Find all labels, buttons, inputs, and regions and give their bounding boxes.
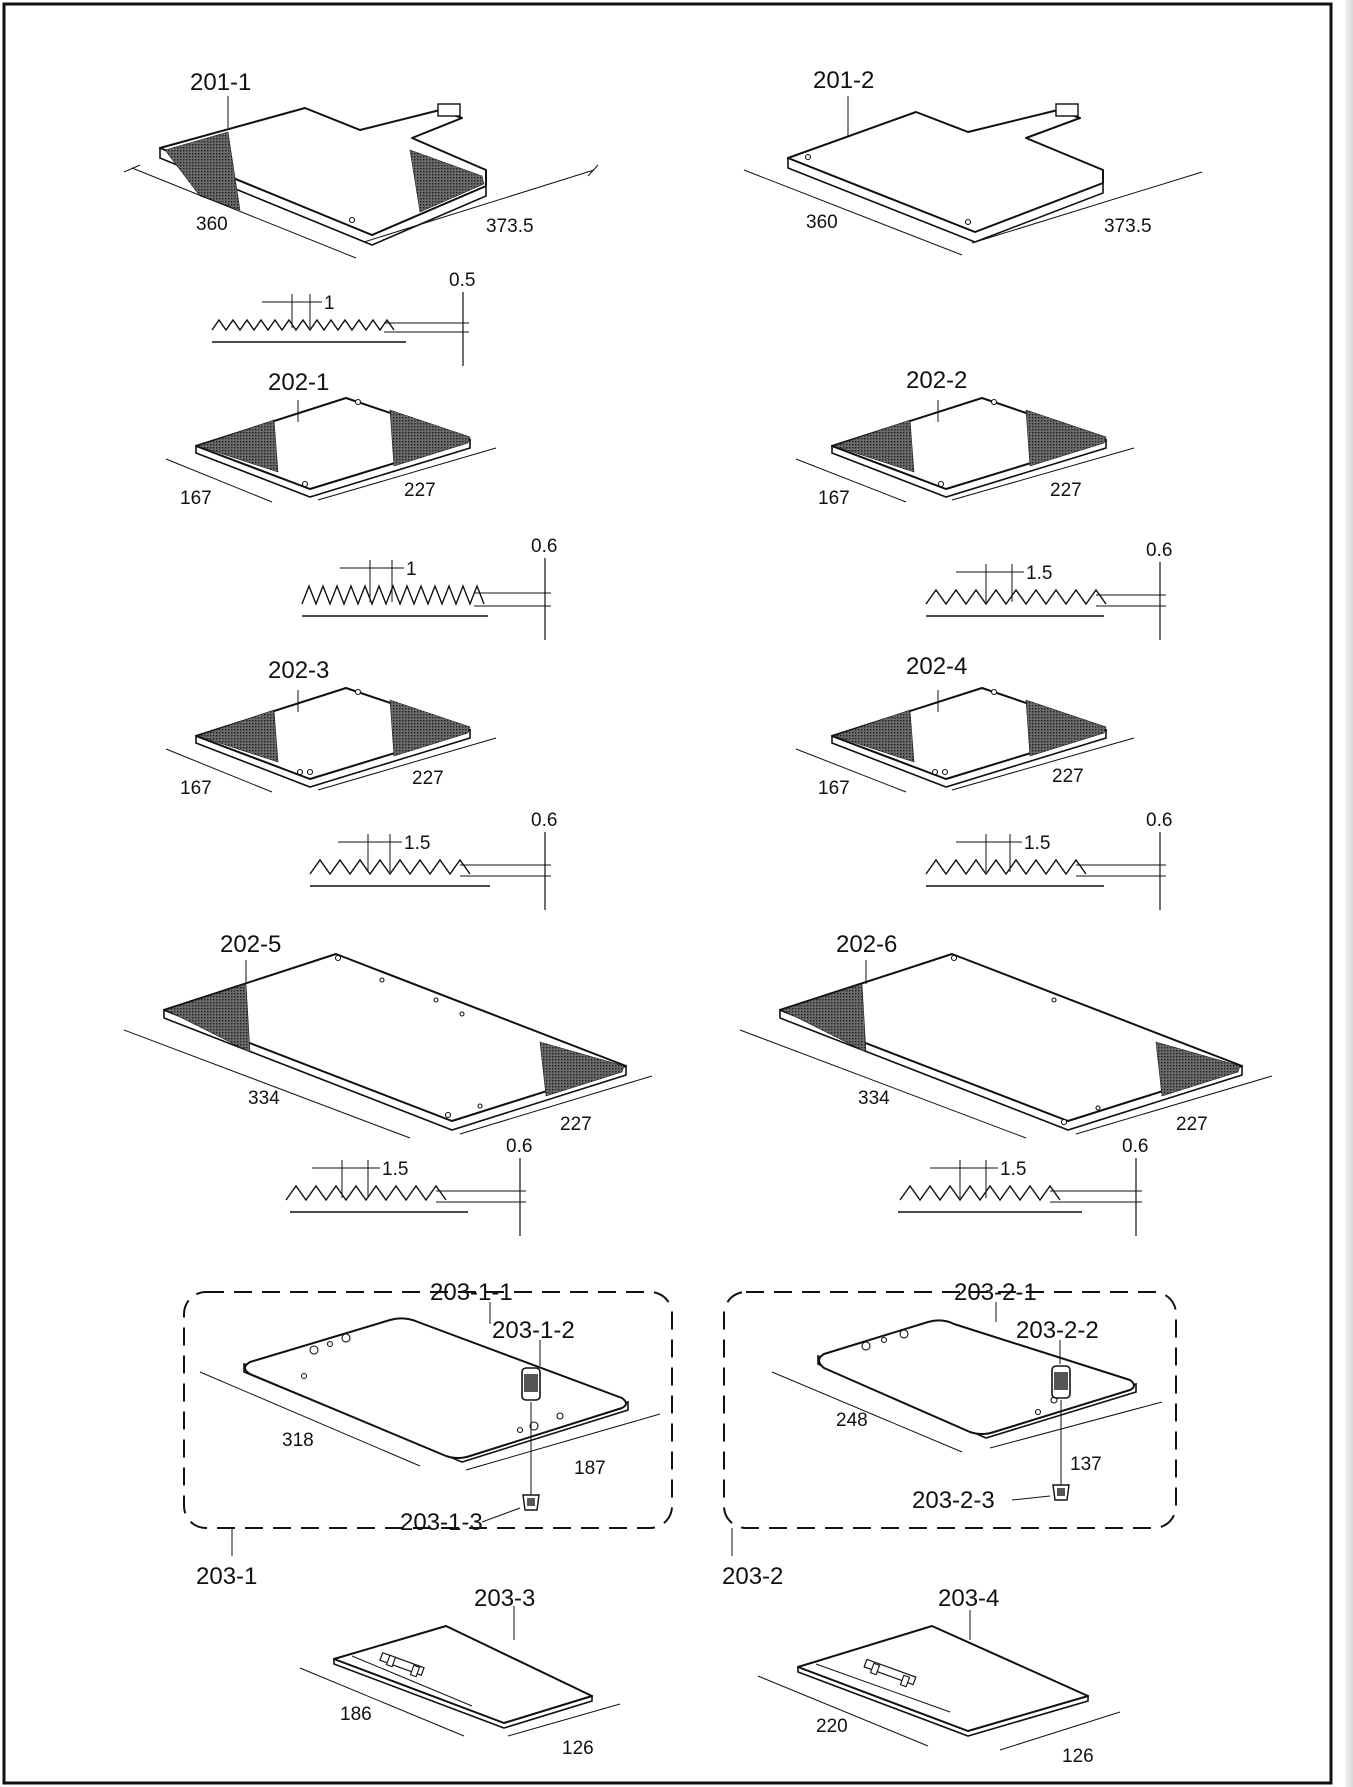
label-202-2: 202-2	[906, 367, 967, 394]
tooth-profile-202-3: 1.5 0.6	[309, 810, 557, 910]
tooth-profile-line	[301, 584, 485, 606]
label-203-1: 203-1	[196, 1563, 257, 1590]
dim-202-5-length: 334	[248, 1088, 280, 1109]
height-value: 0.6	[1146, 810, 1172, 831]
tooth-profile-line	[925, 588, 1107, 606]
part-202-2: 202-2 167 227	[795, 367, 1135, 509]
dim-202-5-width: 227	[560, 1114, 592, 1135]
label-203-1-1: 203-1-1	[430, 1279, 513, 1306]
part-201-2: 201-2 360 373.5	[743, 67, 1203, 256]
label-201-2: 201-2	[813, 67, 874, 94]
part-202-5: 202-5 334 227	[123, 931, 653, 1139]
label-202-6: 202-6	[836, 931, 897, 958]
dim-201-1-width: 373.5	[486, 216, 534, 237]
pitch-value: 1.5	[1024, 833, 1050, 854]
dim-202-4-length: 167	[818, 778, 850, 799]
label-201-1: 201-1	[190, 69, 251, 96]
assembly-203-1: 203-1-1 203-1-2 203-1-3 318 187 203-1	[183, 1279, 673, 1590]
dim-203-2-length: 248	[836, 1410, 868, 1431]
height-value: 0.6	[1146, 540, 1172, 561]
tooth-profile-202-6: 1.5 0.6	[898, 1136, 1148, 1236]
label-203-3: 203-3	[474, 1585, 535, 1612]
assembly-203-2: 203-2-1 203-2-2 203-2-3 248 137 203-2	[722, 1279, 1177, 1590]
part-202-3: 202-3 167 227	[165, 657, 497, 799]
dim-202-3-width: 227	[412, 768, 444, 789]
label-203-4: 203-4	[938, 1585, 999, 1612]
pitch-value: 1.5	[1026, 563, 1052, 584]
pitch-value: 1.5	[404, 833, 430, 854]
tooth-profile-line	[211, 318, 395, 332]
dim-201-2-width: 373.5	[1104, 216, 1152, 237]
part-202-4: 202-4 167 227	[795, 653, 1135, 799]
dim-202-6-width: 227	[1176, 1114, 1208, 1135]
dim-201-2-length: 360	[806, 212, 838, 233]
assembly-203-2-frame	[723, 1291, 1177, 1529]
part-201-1: 201-1 360 373.5	[123, 69, 599, 259]
dim-203-2-width: 137	[1070, 1454, 1102, 1475]
pitch-value: 1	[324, 293, 335, 314]
dim-203-1-width: 187	[574, 1458, 606, 1479]
label-202-4: 202-4	[906, 653, 967, 680]
height-value: 0.6	[531, 536, 557, 557]
pitch-value: 1	[406, 559, 417, 580]
tooth-profile-202-1: 10.6	[301, 536, 557, 640]
tooth-profile-202-4: 1.5 0.6	[925, 810, 1172, 910]
pitch-value: 1.5	[382, 1159, 408, 1180]
dim-203-4-length: 220	[816, 1716, 848, 1737]
label-203-2-3: 203-2-3	[912, 1487, 995, 1514]
assembly-203-1-frame	[183, 1291, 673, 1529]
height-value: 0.6	[1122, 1136, 1148, 1157]
height-value: 0.6	[531, 810, 557, 831]
tooth-profile-line	[309, 858, 471, 876]
label-202-1: 202-1	[268, 369, 329, 396]
tooth-profile-201-1: 10.5	[211, 270, 475, 366]
dim-202-3-length: 167	[180, 778, 212, 799]
height-value: 0.5	[449, 270, 475, 291]
part-203-3: 203-3 186 126	[299, 1585, 621, 1759]
label-203-2: 203-2	[722, 1563, 783, 1590]
part-202-6: 202-6 334 227	[739, 931, 1273, 1139]
tooth-profile-line	[899, 1184, 1061, 1202]
scan-edge-shadow	[1345, 0, 1353, 1787]
tooth-profile-line	[925, 858, 1087, 876]
label-202-5: 202-5	[220, 931, 281, 958]
label-203-2-2: 203-2-2	[1016, 1317, 1099, 1344]
dim-202-2-width: 227	[1050, 480, 1082, 501]
dim-203-1-length: 318	[282, 1430, 314, 1451]
part-203-4: 203-4 220 126	[757, 1585, 1121, 1767]
label-202-3: 202-3	[268, 657, 329, 684]
dim-202-4-width: 227	[1052, 766, 1084, 787]
height-value: 0.6	[506, 1136, 532, 1157]
dim-202-6-length: 334	[858, 1088, 890, 1109]
label-203-2-1: 203-2-1	[954, 1279, 1037, 1306]
tooth-profiles: 10.510.61.50.61.50.61.50.61.50.61.50.6	[211, 270, 1172, 1236]
label-203-1-2: 203-1-2	[492, 1317, 575, 1344]
tooth-profile-202-2: 1.5 0.6	[925, 540, 1172, 640]
tooth-profile-line	[285, 1184, 447, 1202]
pitch-value: 1.5	[1000, 1159, 1026, 1180]
part-202-1: 202-1 167 227	[165, 369, 497, 509]
dim-203-4-width: 126	[1062, 1746, 1094, 1767]
dim-202-2-length: 167	[818, 488, 850, 509]
label-203-1-3: 203-1-3	[400, 1509, 483, 1536]
dim-202-1-length: 167	[180, 488, 212, 509]
dim-203-3-length: 186	[340, 1704, 372, 1725]
dim-202-1-width: 227	[404, 480, 436, 501]
dim-201-1-length: 360	[196, 214, 228, 235]
dim-203-3-width: 126	[562, 1738, 594, 1759]
tooth-profile-202-5: 1.5 0.6	[285, 1136, 532, 1236]
